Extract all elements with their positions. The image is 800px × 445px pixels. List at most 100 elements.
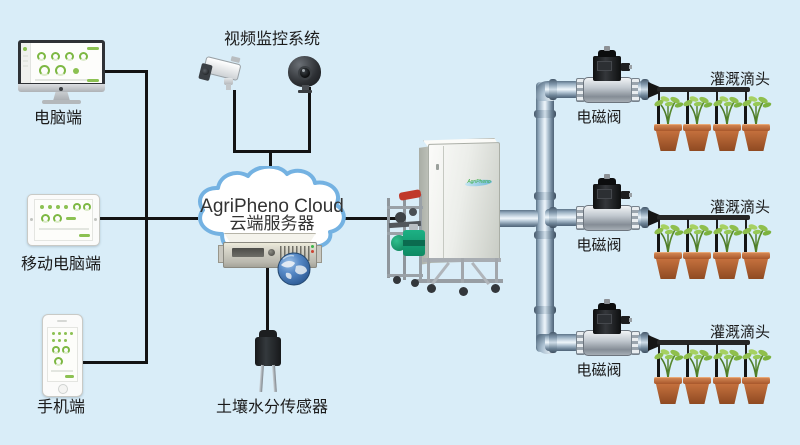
plant-pot-icon: [654, 377, 682, 405]
bullet-camera-line: [233, 90, 236, 152]
solenoid-faceplate: [597, 314, 612, 324]
pipe-coupling: [549, 79, 557, 100]
server-knob: [268, 249, 275, 256]
monitor-stand: [53, 92, 70, 101]
dome-camera-icon: [288, 56, 322, 94]
pump-fitting: [409, 208, 417, 216]
phone-to-bus-line: [78, 361, 148, 364]
dome-camera-line: [308, 87, 311, 152]
cloud-to-machine-line: [344, 217, 406, 220]
pump-cap: [409, 224, 418, 230]
solenoid-faceplate: [597, 189, 612, 199]
sensor-prong: [259, 364, 264, 393]
server-led-red: [311, 250, 314, 253]
tablet-screen: [34, 199, 93, 241]
tablet-camera-dot: [30, 218, 33, 221]
machine-caster-wheel: [491, 284, 500, 293]
bullet-camera-icon: [198, 52, 244, 96]
machine-logo-text: AgriPheno: [467, 179, 491, 185]
plant-icon: [711, 347, 743, 379]
phone-label: 手机端: [36, 399, 85, 416]
dripper-stake: [686, 105, 689, 125]
dripper-stake: [657, 233, 660, 253]
machine-frame-rail: [417, 279, 503, 283]
dripper-label: 灌溉滴头: [709, 71, 770, 88]
dripper-stake: [744, 105, 747, 125]
plant-icon: [740, 94, 772, 126]
pump-frame-strut: [387, 198, 390, 278]
server-display-slot: [232, 248, 264, 257]
dripper-stake: [744, 358, 747, 378]
pipe-coupling: [641, 79, 649, 100]
solenoid-nut: [604, 46, 610, 51]
dripper-drop-line: [658, 344, 660, 360]
machine-frame-leg: [461, 258, 464, 283]
tablet-home-button: [94, 218, 97, 221]
dripper-stake: [657, 105, 660, 125]
dripper-drop-line: [687, 344, 689, 360]
plant-icon: [740, 222, 772, 254]
solenoid-faceplate: [597, 61, 612, 71]
sensor-body: [255, 337, 281, 366]
pipe-coupling: [641, 332, 649, 353]
plant-icon: [681, 94, 713, 126]
irrigation-branch: 电磁阀 灌溉滴头: [537, 45, 782, 157]
plant-icon: [652, 347, 684, 379]
pump-frame-rail: [387, 274, 423, 277]
solenoid-valve-body: [583, 330, 633, 356]
pc-to-bus-line: [103, 70, 147, 73]
drip-line: [657, 215, 750, 220]
plant-icon: [681, 347, 713, 379]
dripper-drop-line: [658, 219, 660, 235]
valve-label: 电磁阀: [576, 362, 622, 379]
machine-latch: [436, 164, 439, 170]
dripper-drop-line: [745, 219, 747, 235]
pipe-coupling: [534, 231, 556, 239]
plant-pot-icon: [713, 252, 741, 280]
video-system-label: 视频监控系统: [223, 31, 320, 48]
pipe-coupling: [549, 332, 557, 353]
desktop-computer-icon: [18, 40, 105, 105]
pump-band: [403, 240, 425, 246]
plant-icon: [740, 347, 772, 379]
plant-icon: [711, 222, 743, 254]
solenoid-connector: [621, 316, 630, 324]
solenoid-nut: [604, 299, 610, 304]
camera-join-line: [233, 150, 311, 153]
dome-camera-stem: [302, 85, 309, 91]
soil-sensor-label: 土壤水分传感器: [215, 399, 328, 416]
solenoid-connector: [621, 191, 630, 199]
server-led-green: [311, 245, 314, 248]
phone-icon: [42, 314, 83, 397]
monitor-logo-dot: [59, 87, 63, 91]
drip-line: [657, 340, 750, 345]
dripper-stake: [715, 358, 718, 378]
plant-icon: [652, 94, 684, 126]
plant-pot-icon: [654, 252, 682, 280]
machine-frame-leg: [495, 258, 498, 283]
plant-icon: [711, 94, 743, 126]
plant-pot-icon: [683, 124, 711, 152]
monitor-screen: [21, 43, 102, 83]
pipe-coupling: [549, 207, 557, 228]
phone-screen: [47, 327, 78, 382]
machine-caster-wheel: [427, 284, 436, 293]
dome-camera-lens: [298, 66, 312, 80]
machine-caster-wheel: [459, 287, 468, 296]
pipe-coupling: [534, 306, 556, 314]
valve-label: 电磁阀: [576, 109, 622, 126]
fertigation-machine-icon: AgriPheno: [383, 136, 507, 296]
solenoid-cap: [598, 178, 616, 185]
plant-icon: [681, 222, 713, 254]
solenoid-cap: [598, 50, 616, 57]
drip-line-adapter: [648, 335, 660, 351]
machine-door-seam: [443, 145, 444, 259]
tablet-to-cloud-line: [96, 217, 198, 220]
plant-pot-icon: [654, 124, 682, 152]
irrigation-branch: 电磁阀 灌溉滴头: [537, 298, 782, 410]
valve-label: 电磁阀: [576, 237, 622, 254]
dripper-drop-line: [716, 219, 718, 235]
phone-speaker: [57, 320, 67, 322]
plant-icon: [652, 222, 684, 254]
